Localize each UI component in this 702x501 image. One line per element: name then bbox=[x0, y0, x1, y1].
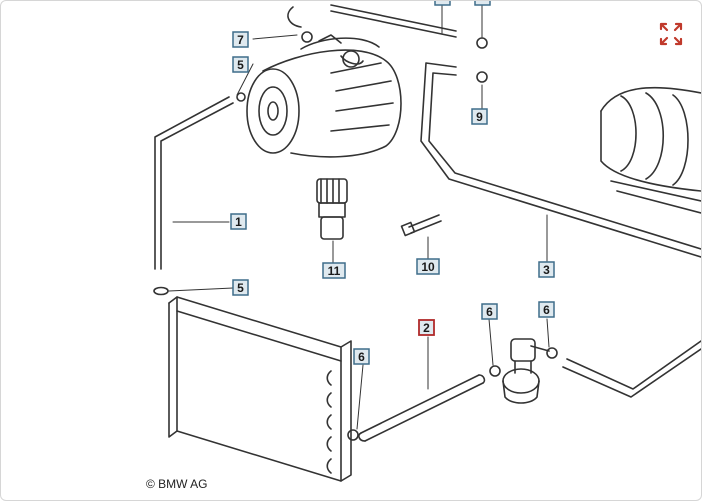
o-ring-6b bbox=[489, 365, 501, 377]
svg-text:1: 1 bbox=[235, 215, 242, 229]
o-ring-upper bbox=[476, 37, 488, 49]
svg-text:9: 9 bbox=[476, 110, 483, 124]
o-ring-6a bbox=[347, 429, 359, 441]
svg-text:6: 6 bbox=[358, 350, 365, 364]
dryer-part[interactable] bbox=[502, 338, 550, 404]
callout-6-condenser[interactable]: 6 bbox=[353, 348, 370, 365]
callout-2[interactable]: 2 bbox=[418, 319, 435, 336]
callout-11[interactable]: 11 bbox=[322, 262, 346, 279]
callout-6-dryer-left[interactable]: 6 bbox=[481, 303, 498, 320]
svg-text:6: 6 bbox=[543, 303, 550, 317]
svg-text:10: 10 bbox=[421, 260, 435, 274]
o-ring-7 bbox=[301, 31, 313, 43]
svg-text:11: 11 bbox=[328, 264, 341, 278]
condenser-line-part[interactable] bbox=[358, 374, 486, 442]
suction-hose-part[interactable] bbox=[154, 96, 234, 270]
o-ring-6c bbox=[546, 347, 558, 359]
top-pipe-edge bbox=[330, 10, 457, 38]
svg-text:6: 6 bbox=[486, 305, 493, 319]
o-ring-9 bbox=[476, 71, 488, 83]
valve-part[interactable] bbox=[316, 178, 348, 240]
callout-3[interactable]: 3 bbox=[538, 261, 555, 278]
expand-arrows-icon bbox=[659, 22, 683, 46]
o-ring-5b bbox=[153, 286, 169, 296]
engine-part bbox=[600, 86, 701, 214]
callout-10[interactable]: 10 bbox=[416, 258, 440, 275]
callout-9[interactable]: 9 bbox=[471, 108, 488, 125]
callout-8[interactable] bbox=[434, 1, 451, 6]
callout-6-dryer-right[interactable]: 6 bbox=[538, 301, 555, 318]
bolt-part[interactable] bbox=[400, 214, 442, 237]
callout-4[interactable] bbox=[474, 1, 491, 6]
o-ring-5a bbox=[236, 92, 246, 102]
top-pipe bbox=[330, 4, 457, 32]
callout-5-upper[interactable]: 5 bbox=[232, 56, 249, 73]
svg-text:3: 3 bbox=[543, 263, 550, 277]
dryer-pipe-part[interactable] bbox=[562, 340, 701, 398]
compressor-part[interactable] bbox=[246, 34, 402, 158]
copyright-text: © BMW AG bbox=[146, 477, 208, 491]
pressure-pipe-part[interactable] bbox=[420, 62, 701, 258]
callout-5-lower[interactable]: 5 bbox=[232, 279, 249, 296]
callout-1[interactable]: 1 bbox=[230, 213, 247, 230]
expand-button[interactable] bbox=[658, 21, 684, 47]
svg-text:2: 2 bbox=[423, 321, 430, 335]
top-hose-stub bbox=[287, 6, 302, 28]
svg-text:7: 7 bbox=[237, 33, 244, 47]
callout-7[interactable]: 7 bbox=[232, 31, 249, 48]
svg-text:5: 5 bbox=[237, 281, 244, 295]
condenser-part[interactable] bbox=[168, 296, 352, 482]
svg-text:5: 5 bbox=[237, 58, 244, 72]
